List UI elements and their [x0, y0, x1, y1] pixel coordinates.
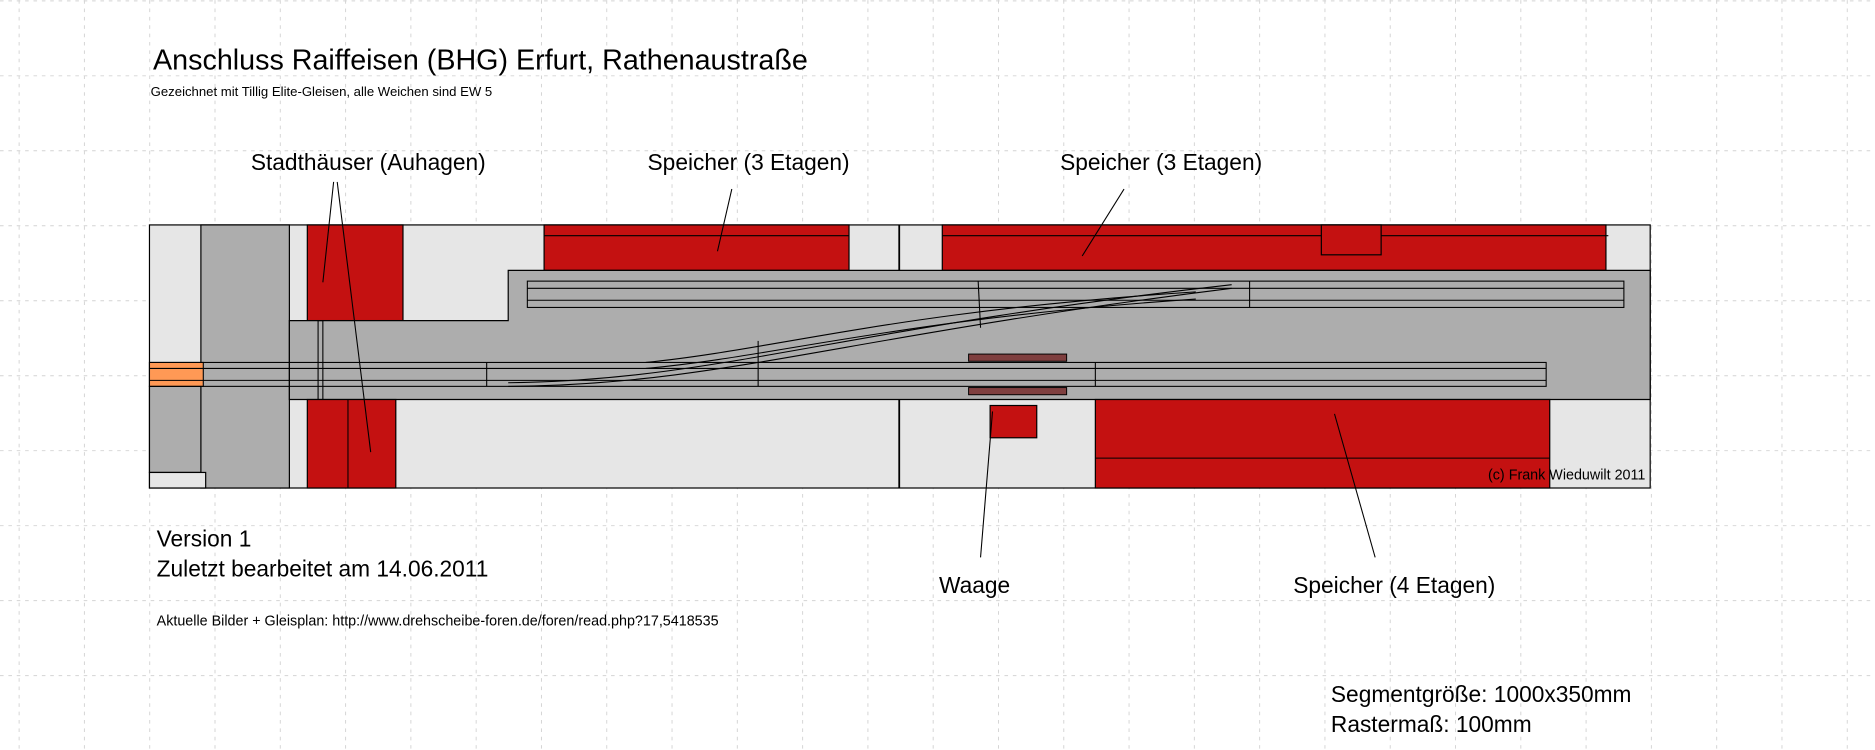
building-speicher-4: [1094, 398, 1551, 489]
scale-bridge-top: [968, 353, 1068, 362]
label-speicher-right: Speicher (3 Etagen): [1060, 149, 1262, 175]
subtitle: Gezeichnet mit Tillig Elite-Gleisen, all…: [151, 84, 493, 99]
page-title: Anschluss Raiffeisen (BHG) Erfurt, Rathe…: [153, 44, 808, 76]
grid-size: Rastermaß: 100mm: [1331, 711, 1532, 737]
link-text[interactable]: Aktuelle Bilder + Gleisplan: http://www.…: [157, 614, 719, 630]
building-speicher-right: [941, 224, 1607, 271]
road-left-lower: [148, 385, 202, 474]
label-speicher-4: Speicher (4 Etagen): [1293, 572, 1495, 598]
road-left: [200, 224, 290, 489]
building-waage: [989, 404, 1038, 439]
upper-track: [526, 280, 1625, 308]
label-speicher-left: Speicher (3 Etagen): [648, 149, 850, 175]
building-speicher-left: [543, 224, 850, 271]
building-speicher-annex: [1320, 224, 1382, 256]
free-area-corner: [148, 471, 207, 489]
building-stadthaeuser-top: [306, 224, 404, 322]
main-track: [148, 361, 1547, 387]
layout-board: (c) Frank Wieduwilt 2011: [148, 224, 1651, 489]
leader-lines: [322, 181, 1376, 558]
label-stadthaeuser: Stadthäuser (Auhagen): [251, 149, 486, 175]
turnout-curve: [508, 284, 1232, 384]
segment-size: Segmentgröße: 1000x350mm: [1331, 681, 1632, 707]
scale-bridge-bottom: [968, 387, 1068, 396]
version: Version 1: [157, 526, 252, 552]
label-waage: Waage: [939, 572, 1010, 598]
copyright: (c) Frank Wieduwilt 2011: [1488, 468, 1645, 484]
last-edited: Zuletzt bearbeitet am 14.06.2011: [157, 555, 489, 581]
track-area: [288, 269, 1651, 401]
transition-track-segment: [148, 361, 204, 387]
building-stadthaeuser-bottom: [306, 398, 397, 489]
